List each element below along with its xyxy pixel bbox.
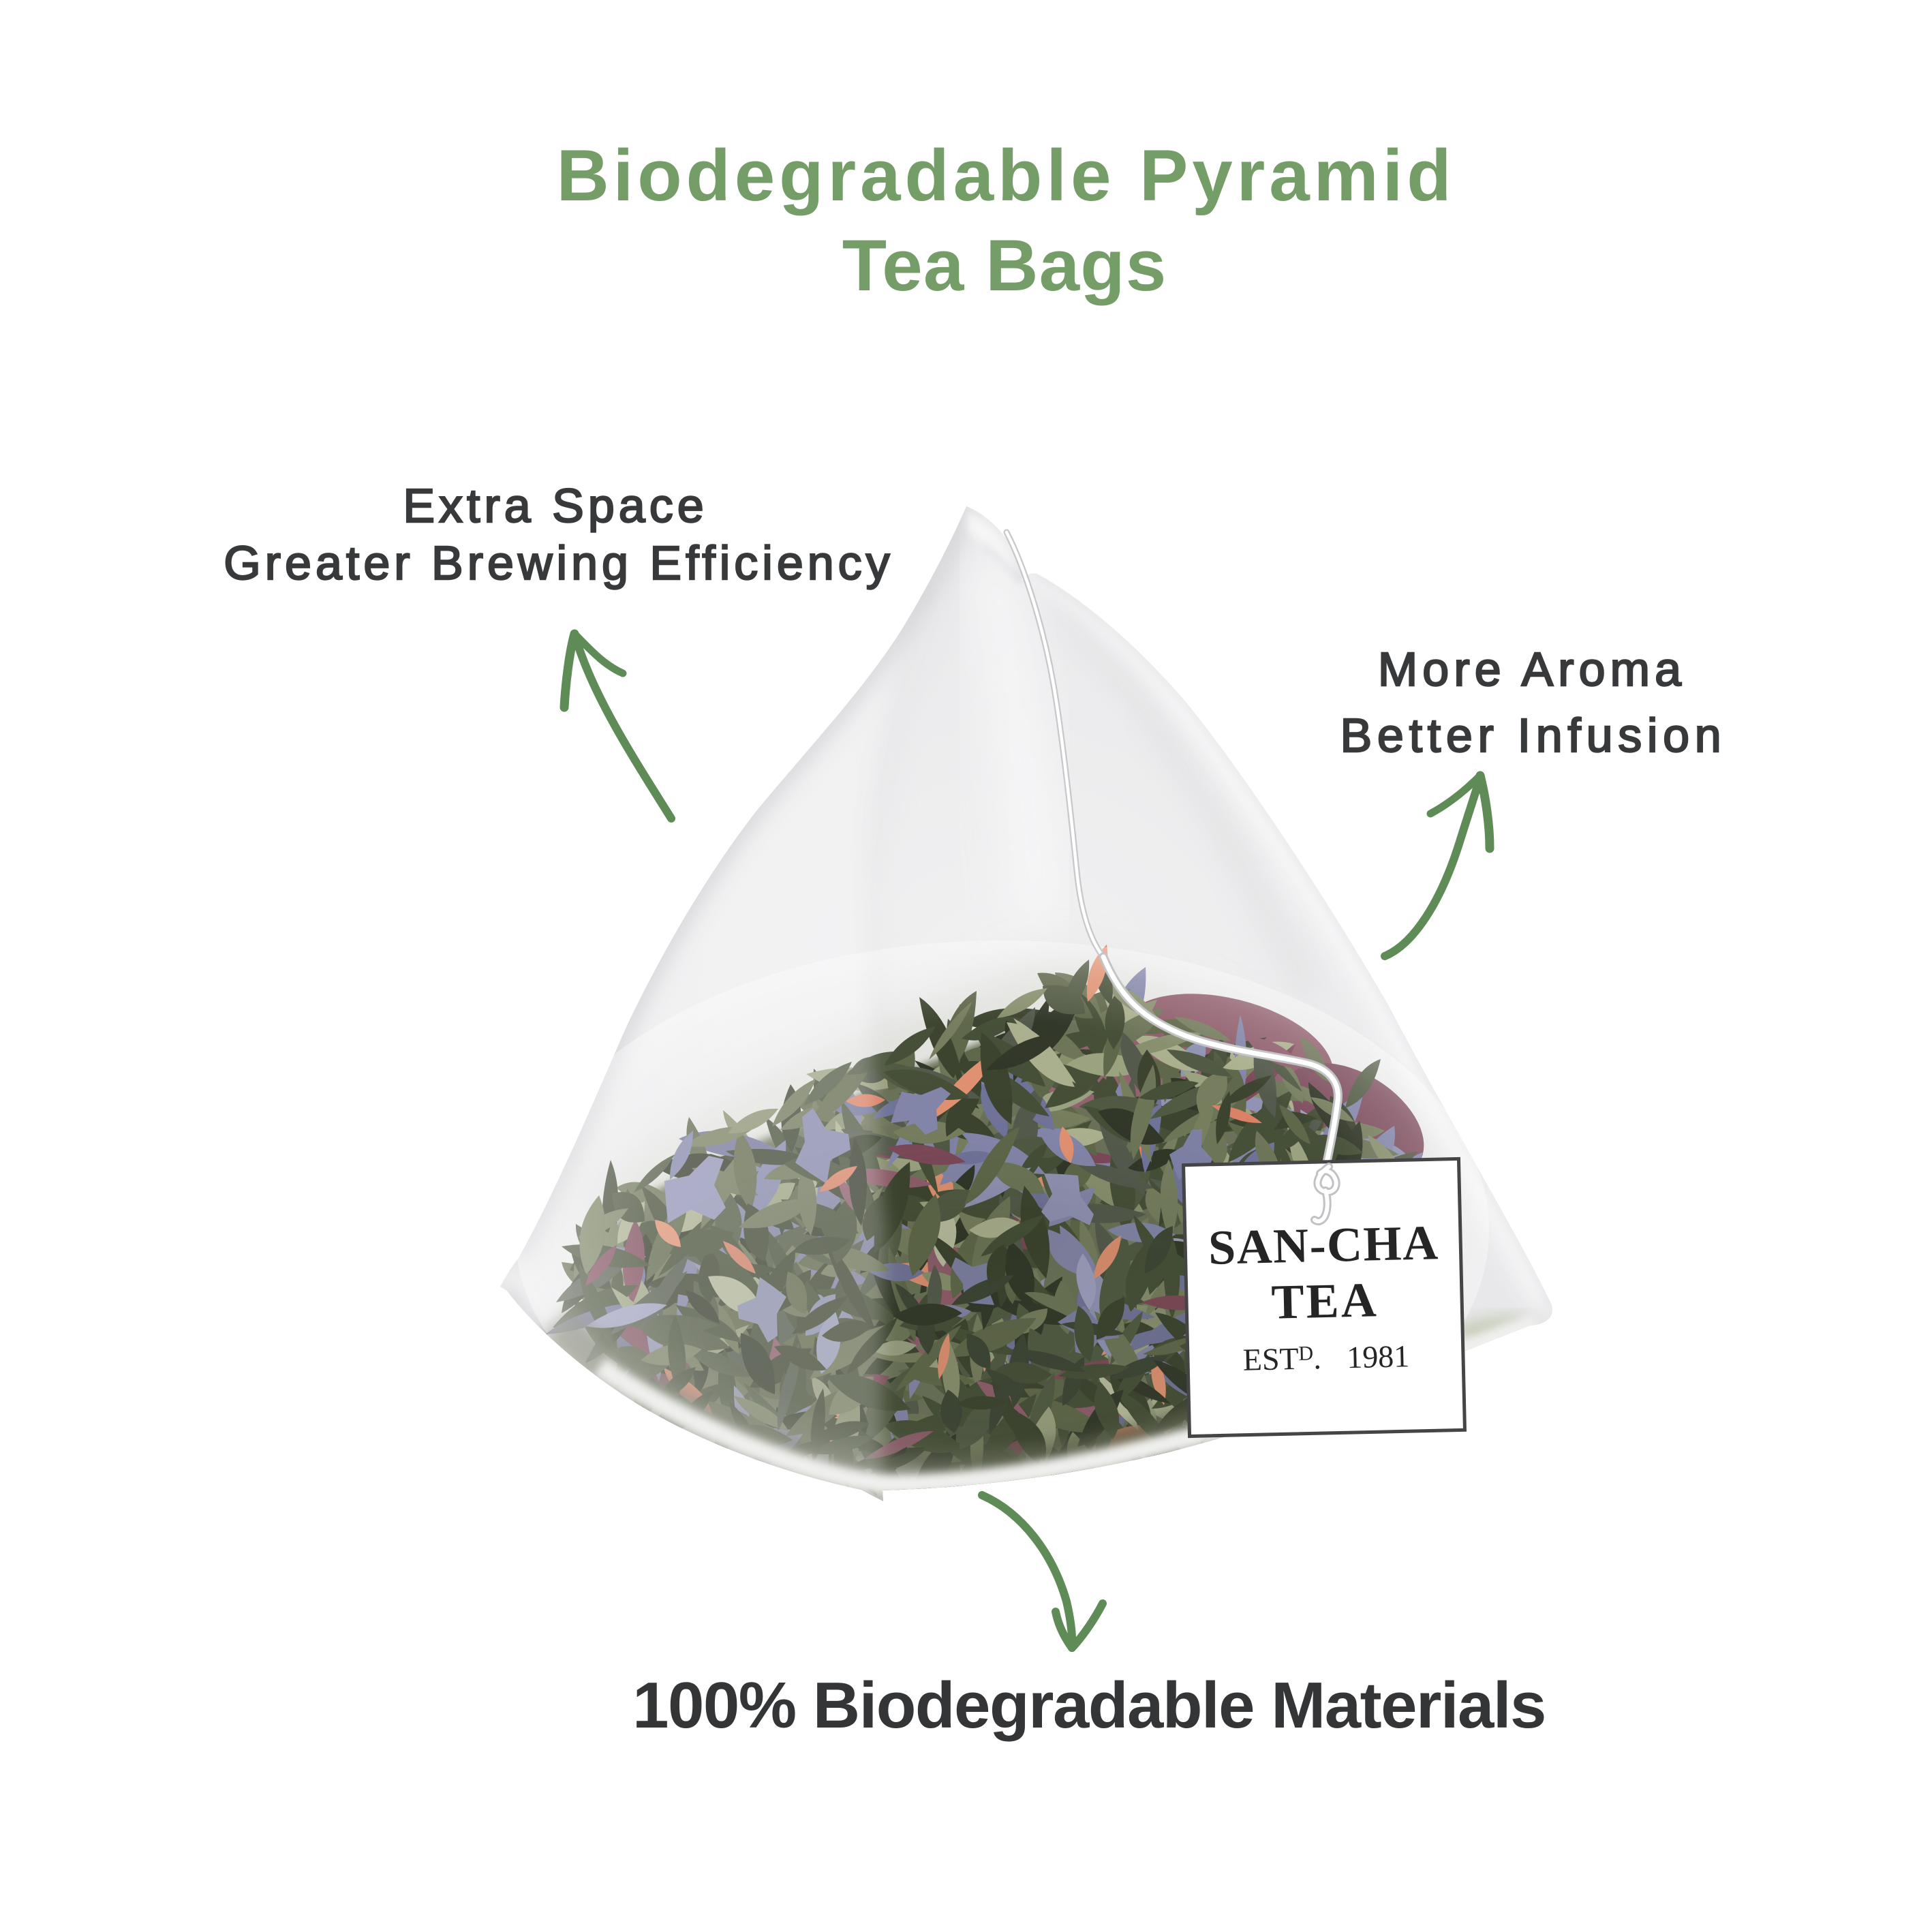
svg-text:More Aroma: More Aroma <box>1378 643 1686 696</box>
svg-text:Greater Brewing Efficiency: Greater Brewing Efficiency <box>224 536 893 589</box>
svg-text:Biodegradable Pyramid: Biodegradable Pyramid <box>556 134 1455 216</box>
svg-text:TEA: TEA <box>1271 1272 1379 1330</box>
svg-text:Tea Bags: Tea Bags <box>842 224 1167 306</box>
svg-text:ESTD. 1981: ESTD. 1981 <box>1242 1338 1410 1377</box>
svg-text:SAN-CHA: SAN-CHA <box>1208 1215 1439 1275</box>
svg-text:Extra Space: Extra Space <box>403 479 707 532</box>
svg-text:100% Biodegradable Materials: 100% Biodegradable Materials <box>632 1669 1546 1742</box>
svg-text:Better Infusion: Better Infusion <box>1340 709 1727 762</box>
